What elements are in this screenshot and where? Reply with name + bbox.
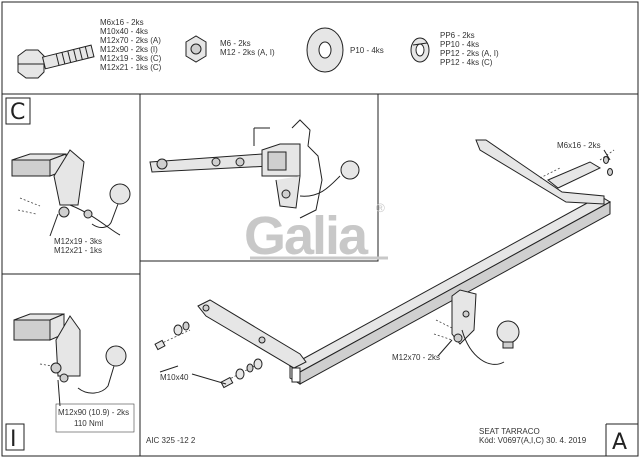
main-towbar-drawing xyxy=(154,139,615,389)
panel-c-towbar-drawing xyxy=(11,149,131,237)
drawing-code: AIC 325 -12 2 xyxy=(146,436,196,445)
bolt-spec-2: M12x70 - 2ks (A) xyxy=(100,36,161,45)
panel-i-callout-box xyxy=(55,403,135,433)
bolt-icon xyxy=(17,44,95,79)
main-m10-label: M10x40 xyxy=(160,373,189,382)
spring-spec-3: PP12 - 4ks (C) xyxy=(440,58,493,67)
nut-spec-1: M12 - 2ks (A, I) xyxy=(220,48,275,57)
washer-spec: P10 - 4ks xyxy=(350,46,384,55)
nut-icon xyxy=(185,35,207,63)
panel-c-letter-box xyxy=(5,97,31,125)
panel-c-callout-0: M12x19 - 3ks xyxy=(54,237,102,246)
galia-watermark-logo: Galia xyxy=(244,206,369,266)
registered-mark: ® xyxy=(376,201,385,215)
bolt-spec-3: M12x90 - 2ks (I) xyxy=(100,45,158,54)
panel-i-callout-1: 110 Nml xyxy=(74,419,103,428)
inset-bracket-drawing xyxy=(149,119,360,219)
panel-c-letter: C xyxy=(10,100,25,125)
inset-detail-panel xyxy=(139,93,379,262)
nut-spec-0: M6 - 2ks xyxy=(220,39,251,48)
spring-washer-icon xyxy=(410,37,430,63)
panel-i-letter: I xyxy=(10,427,17,452)
panel-i-towbar-drawing xyxy=(13,313,127,407)
spring-spec-0: PP6 - 2ks xyxy=(440,31,475,40)
bolt-spec-1: M10x40 - 4ks xyxy=(100,27,148,36)
spring-spec-1: PP10 - 4ks xyxy=(440,40,479,49)
panel-i-callout-0: M12x90 (10.9) - 2ks xyxy=(58,408,129,417)
main-m6-label: M6x16 - 2ks xyxy=(557,141,601,150)
panel-c-callout-1: M12x21 - 1ks xyxy=(54,246,102,255)
bolt-spec-0: M6x16 - 2ks xyxy=(100,18,144,27)
vehicle-model: SEAT TARRACO xyxy=(479,427,540,436)
spring-spec-2: PP12 - 2ks (A, I) xyxy=(440,49,499,58)
panel-i-letter-box xyxy=(5,423,25,451)
bolt-spec-4: M12x19 - 3ks (C) xyxy=(100,54,162,63)
washer-icon xyxy=(306,27,344,73)
main-m12-label: M12x70 - 2ks xyxy=(392,353,440,362)
bolt-spec-5: M12x21 - 1ks (C) xyxy=(100,63,162,72)
panel-a-letter: A xyxy=(612,430,627,455)
kod-date: Kód: V0697(A,I,C) 30. 4. 2019 xyxy=(479,436,587,445)
